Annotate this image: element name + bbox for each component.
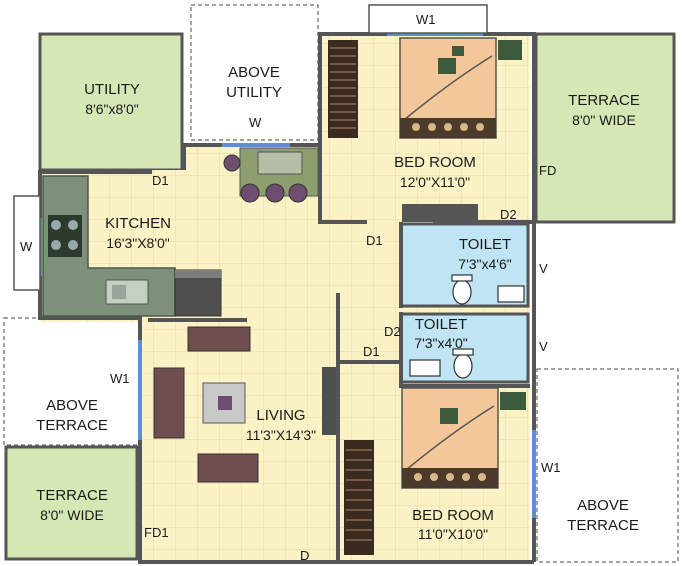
bed-room-1-dim: 12'0"X11'0" xyxy=(400,174,470,190)
utility-area xyxy=(38,32,184,172)
kitchen-dim: 16'3"X8'0" xyxy=(106,235,170,251)
bed-2 xyxy=(401,387,526,489)
tag-w-utility: W xyxy=(249,115,262,130)
above-utility-label-1: ABOVE xyxy=(228,64,280,81)
bed-1 xyxy=(399,37,522,139)
terrace-left-area xyxy=(4,445,139,561)
tag-d1-kitchen: D1 xyxy=(152,173,169,188)
tag-w1-bed2: W1 xyxy=(541,460,561,475)
terraces xyxy=(4,32,676,561)
kitchen-label: KITCHEN xyxy=(105,215,171,232)
tag-w1-top: W1 xyxy=(416,12,436,27)
living-label: LIVING xyxy=(256,407,305,424)
tag-d2-bed1: D2 xyxy=(500,207,517,222)
terrace-left-label: TERRACE xyxy=(36,487,108,504)
tag-fd1-living: FD1 xyxy=(144,525,169,540)
coffee-table xyxy=(202,382,246,424)
dining-set xyxy=(223,147,319,203)
wardrobe-2 xyxy=(344,440,374,555)
utility-label: UTILITY xyxy=(84,81,140,98)
tv-unit xyxy=(322,367,336,435)
toilet-1-label: TOILET xyxy=(459,236,511,253)
tag-d1-toilet1: D1 xyxy=(366,233,383,248)
tag-w-kitchen: W xyxy=(20,239,33,254)
tag-d1-toilet2: D1 xyxy=(363,344,380,359)
tag-d2-toilet2: D2 xyxy=(384,324,401,339)
window-boxes xyxy=(13,4,488,291)
bed-room-2-label: BED ROOM xyxy=(412,507,494,524)
kitchen-sink xyxy=(105,279,149,305)
terrace-left-dim: 8'0" WIDE xyxy=(40,507,104,523)
toilet-2-label: TOILET xyxy=(415,316,467,333)
bed-room-2-dim: 11'0"X10'0" xyxy=(418,526,488,542)
above-terrace-right-label-2: TERRACE xyxy=(567,517,639,534)
bed1-closet xyxy=(402,204,478,222)
stove xyxy=(48,215,82,257)
tag-w1-living: W1 xyxy=(110,371,130,386)
toilet-2-dim: 7'3"x4'0" xyxy=(414,335,467,351)
terrace-right-dim: 8'0" WIDE xyxy=(572,112,636,128)
room-labels: UTILITY 8'6"x8'0" ABOVE UTILITY TERRACE … xyxy=(36,64,640,542)
bed-room-1-label: BED ROOM xyxy=(394,154,476,171)
above-terrace-left-label-1: ABOVE xyxy=(46,397,98,414)
terrace-right-area xyxy=(534,32,676,224)
tag-v-toilet2: V xyxy=(539,339,548,354)
living-furniture xyxy=(153,326,259,483)
tag-v-toilet1: V xyxy=(539,261,548,276)
toilet-1-dim: 7'3"x4'6" xyxy=(458,256,511,272)
toilet-fixtures xyxy=(409,274,525,379)
tag-d-main: D xyxy=(300,548,309,563)
utility-dim: 8'6"x8'0" xyxy=(85,101,138,117)
above-utility-label-2: UTILITY xyxy=(226,84,282,101)
wardrobe-1 xyxy=(328,40,358,138)
living-dim: 11'3"X14'3" xyxy=(246,427,316,443)
terrace-right-label: TERRACE xyxy=(568,92,640,109)
opening-tags: W1 W FD D1 D2 D1 W V D2 D1 V W1 W1 FD1 D xyxy=(20,12,561,563)
tag-fd-right: FD xyxy=(539,163,556,178)
above-terrace-left-label-2: TERRACE xyxy=(36,417,108,434)
above-terrace-right-label-1: ABOVE xyxy=(577,497,629,514)
